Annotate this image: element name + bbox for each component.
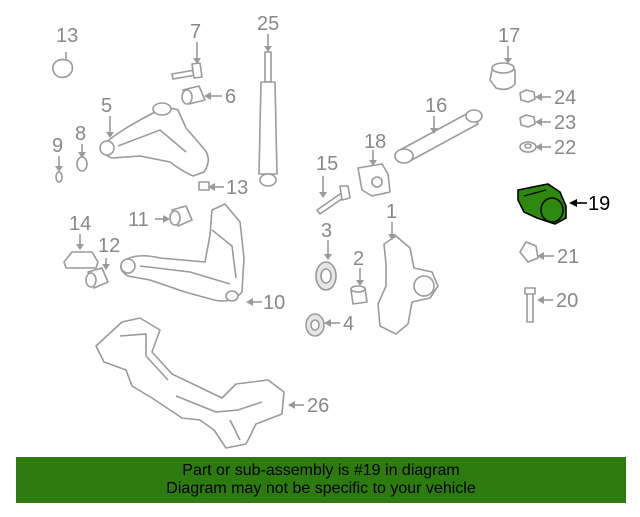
callout-13-lower: 13: [226, 177, 248, 199]
part-9-pin: [55, 156, 63, 183]
callout-20: 20: [556, 290, 578, 312]
part-2-bushing: [350, 268, 368, 305]
callout-8: 8: [75, 123, 86, 145]
part-1-knuckle: [377, 222, 439, 335]
callout-11: 11: [128, 209, 149, 231]
callout-15: 15: [316, 153, 338, 175]
part-20-bolt: [524, 287, 553, 323]
part-26-crossmember: [95, 317, 304, 449]
part-23-nut: [519, 114, 551, 128]
callout-16: 16: [425, 95, 447, 117]
part-19-highlighted: [517, 183, 587, 225]
part-25-shock: [258, 34, 278, 187]
callout-3: 3: [321, 220, 332, 242]
part-6-bushing: [181, 85, 222, 105]
callout-21: 21: [557, 246, 579, 268]
callout-18: 18: [364, 131, 386, 153]
callout-24: 24: [554, 87, 576, 109]
part-16-strut-rod: [394, 109, 483, 164]
part-3-bearing: [315, 240, 337, 291]
banner-line-2: Diagram may not be specific to your vehi…: [166, 480, 476, 497]
callout-13-top: 13: [56, 25, 78, 47]
callout-5: 5: [101, 95, 112, 117]
part-14-mount: [63, 234, 99, 269]
part-13-stop-lower: [198, 181, 224, 191]
part-5-upper-arm: [99, 102, 210, 177]
part-4-seal: [305, 313, 340, 337]
banner-line-1: Part or sub-assembly is #19 in diagram: [182, 462, 460, 479]
part-15-bolt: [316, 176, 351, 215]
callout-2: 2: [353, 248, 364, 270]
callout-22: 22: [554, 137, 576, 159]
callout-17: 17: [498, 25, 520, 47]
callout-6: 6: [225, 86, 236, 108]
callout-7: 7: [190, 21, 201, 43]
callout-26: 26: [307, 395, 329, 417]
part-13-bump-stop: [52, 52, 74, 79]
callout-1: 1: [386, 201, 397, 223]
info-banner: Part or sub-assembly is #19 in diagram D…: [16, 457, 626, 503]
callout-23: 23: [554, 112, 576, 134]
part-12-bushing: [85, 258, 110, 289]
callout-12: 12: [98, 235, 120, 257]
part-11-bushing: [155, 205, 193, 227]
part-22-washer: [519, 141, 551, 153]
part-10-lower-arm: [120, 203, 262, 306]
callout-19: 19: [588, 193, 610, 215]
callout-9: 9: [52, 135, 63, 157]
part-17-bumper: [489, 46, 516, 91]
part-24-nut: [519, 89, 551, 103]
callout-10: 10: [263, 292, 285, 314]
callout-25: 25: [257, 13, 279, 35]
part-7-bolt: [171, 42, 203, 80]
callout-4: 4: [343, 313, 354, 335]
part-18-bracket: [357, 150, 391, 197]
part-21-bracket: [519, 241, 554, 263]
callout-14: 14: [69, 213, 91, 235]
part-8-washer: [76, 144, 88, 172]
